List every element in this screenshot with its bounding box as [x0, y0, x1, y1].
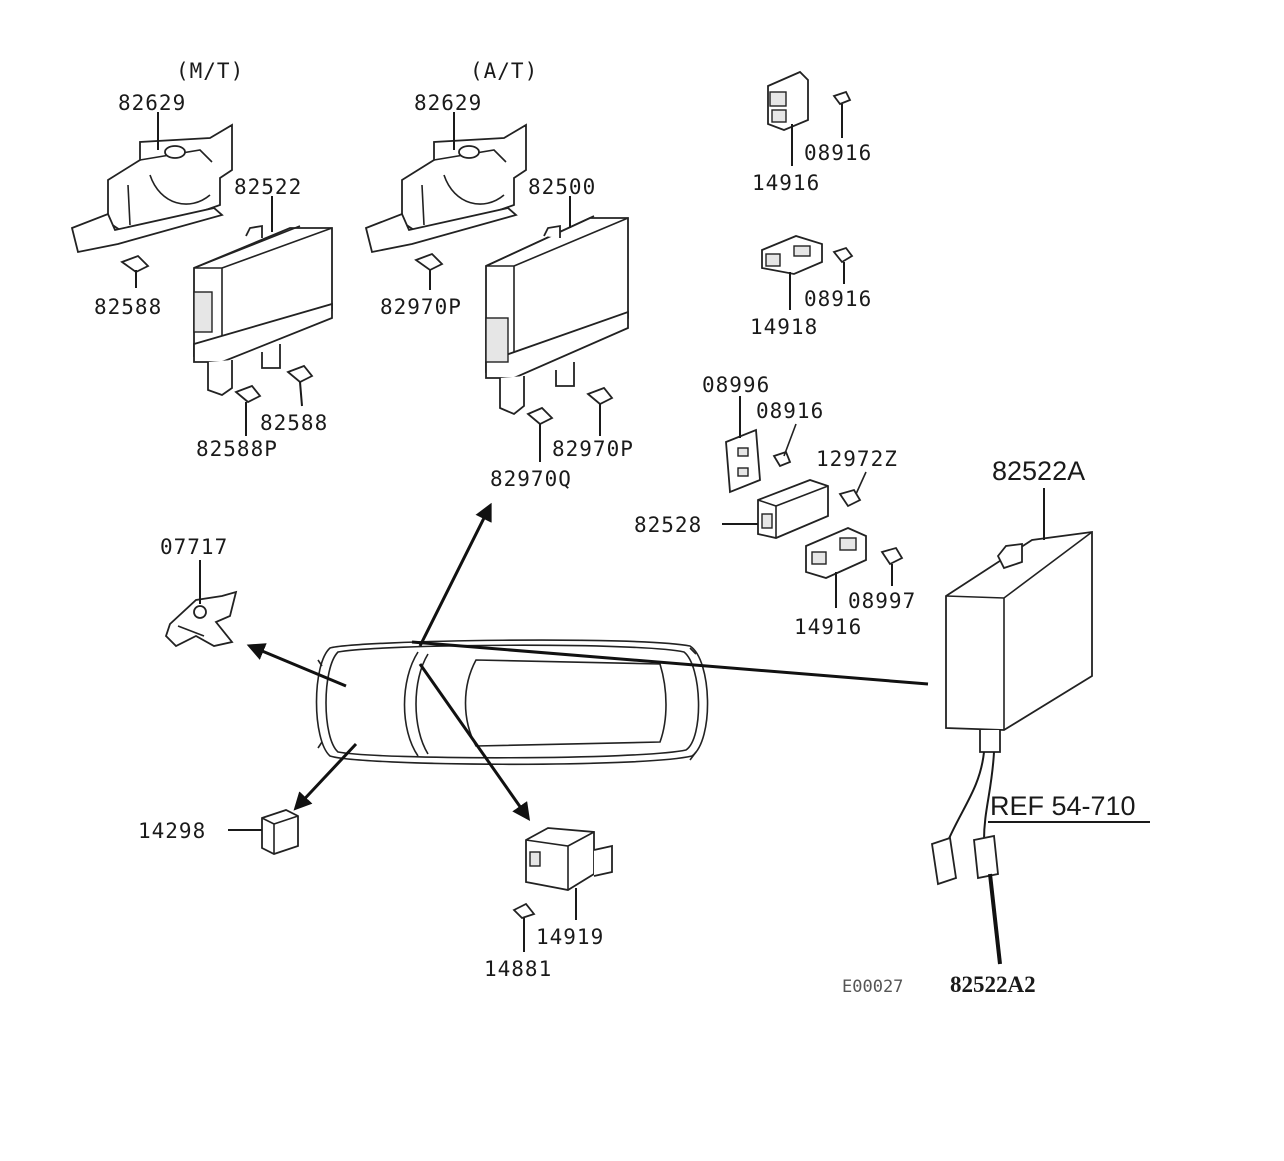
- label-08997: 08997: [848, 589, 916, 613]
- vehicle-outline: [315, 639, 709, 766]
- screw-08916-top: [832, 90, 852, 138]
- label-82588-left: 82588: [94, 295, 162, 319]
- label-14919: 14919: [536, 925, 604, 949]
- label-08916-lower: 08916: [756, 399, 824, 423]
- label-14916-lower: 14916: [794, 615, 862, 639]
- figure-code: E00027: [842, 977, 903, 997]
- label-82629-mt: 82629: [118, 91, 186, 115]
- relay-14298: [261, 809, 299, 855]
- sensor-07717: [164, 590, 238, 648]
- bracket-82629-mt: [70, 123, 233, 254]
- screw-12972z: [838, 471, 867, 508]
- relay-14916-top: [767, 70, 809, 131]
- label-12972z: 12972Z: [816, 447, 898, 471]
- label-07717: 07717: [160, 535, 228, 559]
- bolt-82588p: [234, 384, 262, 436]
- label-82522a2: 82522A2: [950, 972, 1036, 997]
- leader-arrows: [246, 502, 929, 821]
- label-82522a: 82522A: [992, 456, 1085, 486]
- screw-08916-lower: [772, 423, 797, 468]
- label-ref-54-710: REF 54-710: [990, 791, 1136, 821]
- screw-14881: [512, 902, 536, 952]
- screw-08997: [880, 546, 904, 586]
- label-82588-lower: 82588: [260, 411, 328, 435]
- ecu-82522: [193, 224, 333, 397]
- label-82629-at: 82629: [414, 91, 482, 115]
- label-08916-mid: 08916: [804, 287, 872, 311]
- ecu-82500: [485, 215, 629, 416]
- bracket-82629-at: [364, 123, 527, 254]
- section-label-at: (A/T): [470, 59, 538, 83]
- label-82500: 82500: [528, 175, 596, 199]
- bolt-82970q: [526, 406, 554, 462]
- relay-14918: [761, 235, 823, 275]
- flasher-14919: [525, 827, 613, 891]
- screw-08916-mid: [832, 246, 854, 284]
- label-82970p-upper: 82970P: [380, 295, 462, 319]
- relay-14916-lower: [805, 527, 867, 579]
- label-82588p: 82588P: [196, 437, 278, 461]
- label-82970p-lower: 82970P: [552, 437, 634, 461]
- bolt-82588-lower: [286, 364, 314, 407]
- label-82528: 82528: [634, 513, 702, 537]
- label-08996: 08996: [702, 373, 770, 397]
- label-14298: 14298: [138, 819, 206, 843]
- section-label-mt: (M/T): [176, 59, 244, 83]
- label-82522: 82522: [234, 175, 302, 199]
- module-82522a: [930, 530, 1093, 886]
- label-14918: 14918: [750, 315, 818, 339]
- label-82970q: 82970Q: [490, 467, 572, 491]
- bolt-82970p-lower: [586, 386, 614, 436]
- relay-82528: [757, 479, 829, 539]
- bracket-08996: [725, 428, 761, 494]
- bolt-82588-left: [120, 254, 150, 288]
- label-14916-top: 14916: [752, 171, 820, 195]
- bolt-82970p-upper: [414, 252, 444, 290]
- label-14881: 14881: [484, 957, 552, 981]
- label-08916-top: 08916: [804, 141, 872, 165]
